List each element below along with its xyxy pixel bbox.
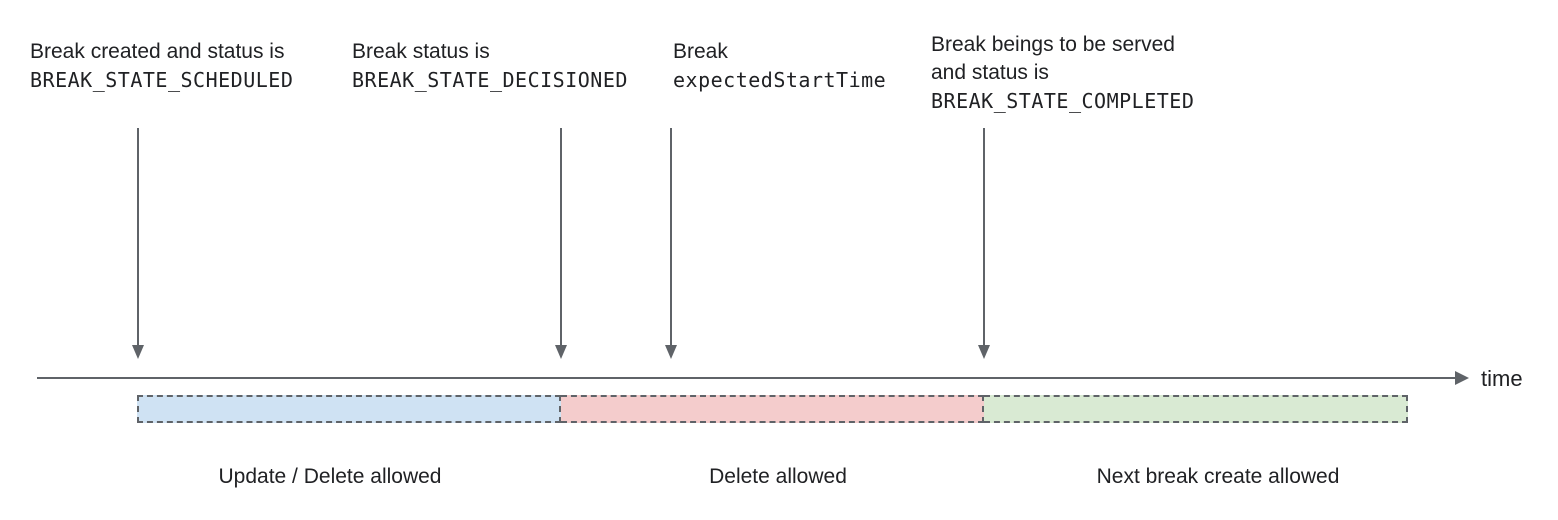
arrow-shaft xyxy=(983,128,985,345)
arrow-expected-start-marker-icon xyxy=(665,128,677,359)
arrow-completed-marker-icon xyxy=(978,128,990,359)
segment-label-next-break-create: Next break create allowed xyxy=(1096,465,1340,488)
annotation-break-completed: Break beings to be served and status is … xyxy=(931,31,1194,115)
segment-label-update-delete: Update / Delete allowed xyxy=(218,465,442,488)
annotation-code: BREAK_STATE_SCHEDULED xyxy=(30,68,294,92)
arrow-head-icon xyxy=(555,345,567,359)
annotation-break-scheduled: Break created and status is BREAK_STATE_… xyxy=(30,38,293,94)
arrow-head-icon xyxy=(132,345,144,359)
time-axis-label: time xyxy=(1481,366,1523,391)
arrow-decisioned-marker-icon xyxy=(555,128,567,359)
segment-next-break-create-allowed xyxy=(984,395,1408,423)
arrow-head-icon xyxy=(978,345,990,359)
arrow-head-icon xyxy=(665,345,677,359)
segment-label-delete: Delete allowed xyxy=(709,465,847,488)
time-axis-arrowhead-icon xyxy=(1455,371,1469,385)
arrow-shaft xyxy=(670,128,672,345)
segment-delete-allowed xyxy=(561,395,984,423)
annotation-text: and status is xyxy=(931,61,1049,84)
annotation-expected-start-time: Break expectedStartTime xyxy=(673,38,886,94)
annotation-text: Break status is xyxy=(352,40,490,63)
time-axis xyxy=(37,377,1456,379)
annotation-text: Break created and status is xyxy=(30,40,285,63)
annotation-code: BREAK_STATE_DECISIONED xyxy=(352,68,628,92)
annotation-code: BREAK_STATE_COMPLETED xyxy=(931,89,1195,113)
segment-update-delete-allowed xyxy=(137,395,561,423)
annotation-text: Break xyxy=(673,40,728,63)
annotation-code: expectedStartTime xyxy=(673,68,887,92)
arrow-shaft xyxy=(137,128,139,345)
annotation-text: Break beings to be served xyxy=(931,33,1175,56)
annotation-break-decisioned: Break status is BREAK_STATE_DECISIONED xyxy=(352,38,628,94)
arrow-shaft xyxy=(560,128,562,345)
arrow-scheduled-marker-icon xyxy=(132,128,144,359)
